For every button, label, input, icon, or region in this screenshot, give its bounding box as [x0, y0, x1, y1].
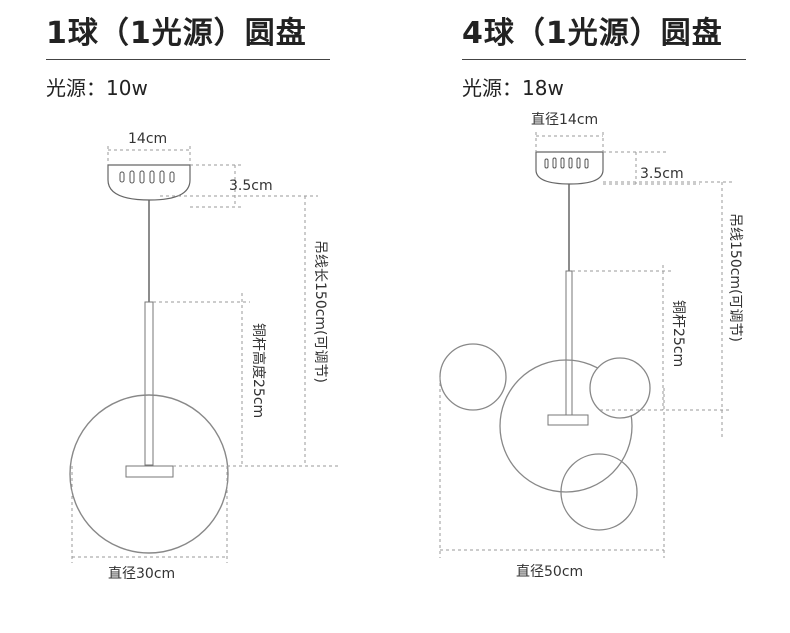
right-rod-height-dimension [572, 265, 732, 411]
left-canopy-height-dimension [190, 164, 242, 208]
left-copper-rod [144, 301, 154, 466]
right-lamp-drawing [439, 132, 735, 558]
right-light-source: 光源：18w [462, 76, 564, 100]
right-diameter-label: 直径50cm [516, 563, 583, 580]
left-glass-sphere [69, 394, 229, 554]
left-canopy-height-label: 3.5cm [229, 178, 273, 194]
left-lamp-drawing [69, 146, 340, 563]
right-canopy-vents [544, 157, 589, 169]
left-light-source: 光源：10w [46, 76, 148, 100]
right-bulb-plate [547, 414, 589, 426]
right-sphere-left [439, 343, 507, 411]
left-title-divider [46, 59, 330, 60]
left-title: 1球（1光源）圆盘 [46, 16, 307, 51]
left-canopy-width-dimension [107, 146, 191, 165]
left-rod-height-label: 铜杆高度25cm [250, 323, 267, 418]
left-canopy-width-label: 14cm [128, 131, 167, 147]
left-canopy-vents [119, 170, 175, 184]
right-cable-length-label: 吊线150cm(可调节) [727, 213, 743, 342]
right-canopy-height-dimension [603, 151, 700, 185]
left-canopy [107, 164, 191, 201]
right-diameter-dimension [439, 377, 665, 558]
right-canopy-width-dimension [535, 132, 604, 152]
left-diameter-label: 直径30cm [108, 565, 175, 582]
left-diameter-dimension [71, 466, 228, 563]
right-sphere-main [499, 359, 633, 493]
left-cable-length-label: 吊线长150cm(可调节) [312, 240, 328, 383]
right-canopy-height-label: 3.5cm [640, 166, 684, 182]
right-sphere-right [589, 357, 651, 419]
right-canopy-width-label: 直径14cm [531, 111, 598, 128]
left-bulb-plate [125, 465, 174, 478]
right-cable-length-dimension [603, 181, 735, 438]
right-title-divider [462, 59, 746, 60]
left-cable-length-dimension [160, 195, 318, 466]
right-copper-rod [565, 270, 573, 417]
right-title: 4球（1光源）圆盘 [462, 16, 723, 51]
left-rod-height-dimension [153, 293, 340, 467]
right-rod-height-label: 铜杆25cm [670, 300, 686, 367]
